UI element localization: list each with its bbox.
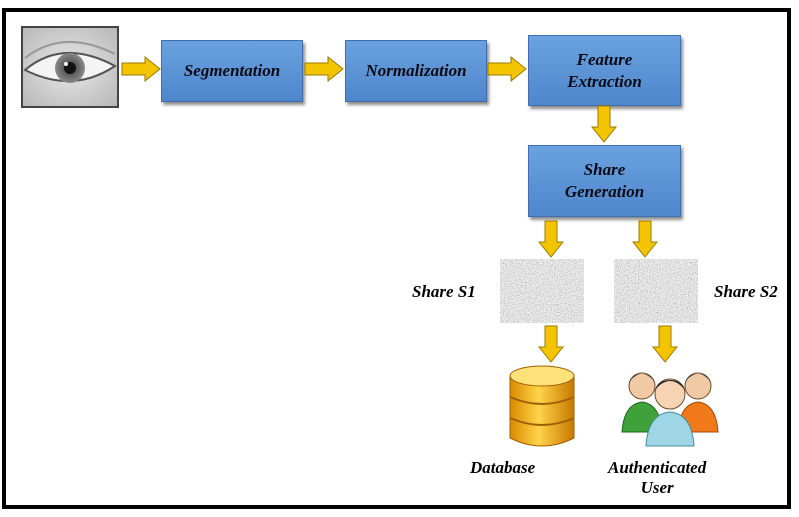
feature-extraction-box: Feature Extraction [528, 35, 681, 106]
arrow-down-icon [632, 220, 658, 258]
share-s1-noise-icon [500, 259, 584, 323]
arrow-down-icon [538, 220, 564, 258]
arrow-right-icon [304, 56, 344, 82]
arrow-down-icon [652, 325, 678, 363]
share-generation-box: Share Generation [528, 145, 681, 217]
database-label: Database [470, 458, 536, 477]
share-s1-label: Share S1 [412, 282, 476, 301]
share-s2-noise-icon [614, 259, 698, 323]
share-s2-label: Share S2 [714, 282, 778, 301]
users-group-icon [621, 372, 719, 447]
arrow-right-icon [121, 56, 161, 82]
arrow-down-icon [591, 105, 617, 143]
arrow-right-icon [487, 56, 527, 82]
eye-image-icon [21, 26, 119, 108]
segmentation-box: Segmentation [161, 40, 303, 102]
database-icon [509, 365, 575, 447]
normalization-box: Normalization [345, 40, 487, 102]
arrow-down-icon [538, 325, 564, 363]
authenticated-user-label: Authenticated User [608, 458, 707, 497]
